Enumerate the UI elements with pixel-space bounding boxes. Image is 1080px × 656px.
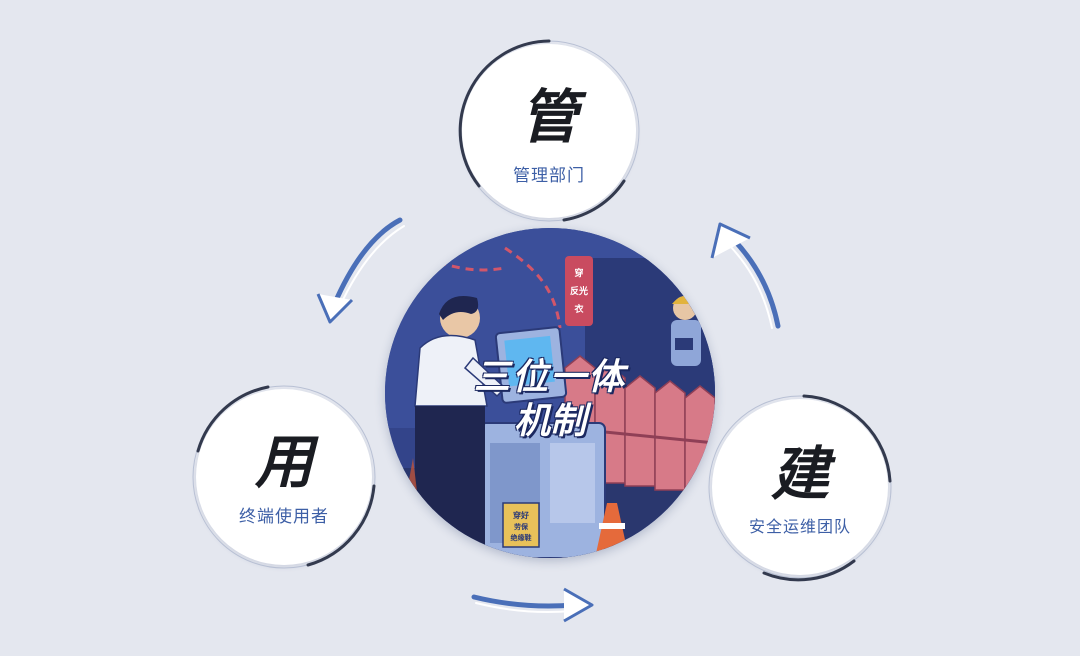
node-use: 用 终端使用者: [192, 385, 376, 569]
node-manage-label: 管理部门: [513, 166, 585, 186]
node-manage-char: 管: [519, 83, 578, 151]
node-use-char: 用: [254, 428, 313, 496]
svg-text:劳保: 劳保: [514, 522, 529, 531]
safety-sign-bottom: [502, 502, 540, 548]
center-circle: 穿 反光 衣: [385, 228, 715, 558]
node-use-label: 终端使用者: [239, 507, 329, 527]
center-title-line2: 机制: [513, 401, 586, 442]
svg-text:衣: 衣: [574, 303, 583, 315]
svg-text:反光: 反光: [570, 285, 588, 297]
svg-text:绝缘鞋: 绝缘鞋: [511, 533, 532, 542]
node-build-label: 安全运维团队: [748, 517, 851, 536]
svg-text:穿好: 穿好: [513, 510, 529, 520]
arrow-manage-to-use: [316, 217, 405, 324]
center-title-line1: 三位一体: [473, 357, 626, 398]
node-build-char: 建: [770, 440, 829, 508]
svg-text:穿: 穿: [574, 267, 583, 279]
arrow-build-to-manage: [710, 222, 781, 329]
node-manage: 管 管理部门: [458, 39, 640, 222]
node-build: 建 安全运维团队: [708, 394, 892, 582]
arrow-use-to-build: [471, 587, 594, 623]
safety-sign-top: [565, 256, 593, 326]
